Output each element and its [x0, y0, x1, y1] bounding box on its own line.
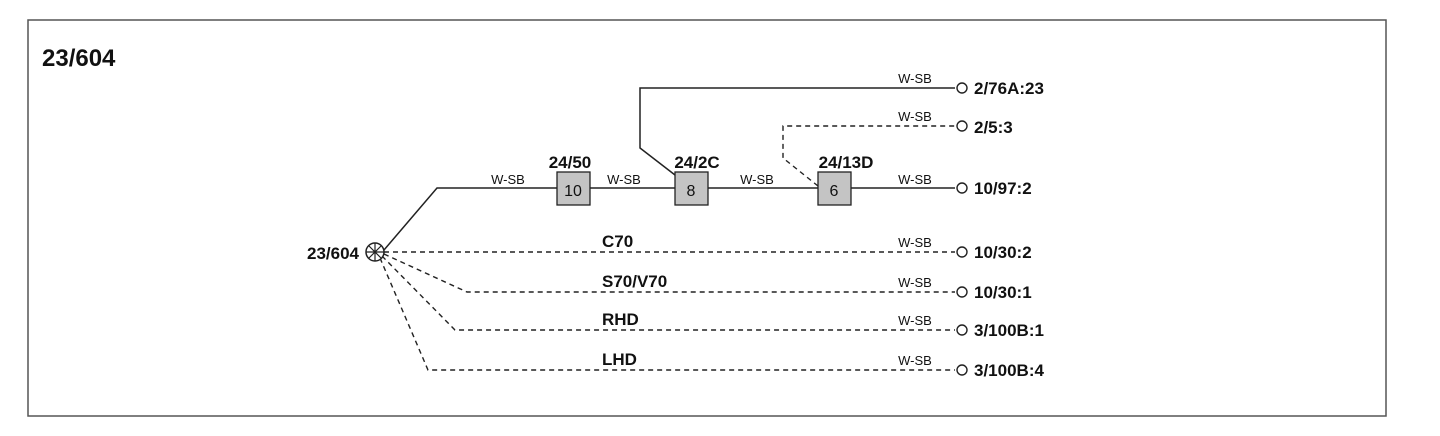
diagram-frame [27, 19, 1387, 417]
variant-label-c70: C70 [602, 232, 633, 251]
connector-24-50-label: 24/50 [549, 153, 592, 172]
connector-24-13d-box [817, 171, 852, 206]
wire-rhd [381, 255, 955, 331]
diagram-title: 23/604 [42, 45, 116, 72]
terminal-2-76a-23: 2/76A:23 [956, 79, 1044, 98]
wire-color-label: W-SB [898, 313, 932, 328]
variant-label-lhd: LHD [602, 350, 637, 369]
terminal-label: 3/100B:1 [974, 321, 1044, 340]
wire-color-label: W-SB [607, 172, 641, 187]
terminal-3-100b-4: 3/100B:4 [956, 361, 1044, 380]
wire-color-label: W-SB [898, 275, 932, 290]
terminal-10-30-2: 10/30:2 [956, 243, 1032, 262]
terminal-label: 10/30:2 [974, 243, 1032, 262]
wire-color-label: W-SB [740, 172, 774, 187]
terminal-label: 10/30:1 [974, 283, 1032, 302]
wire-lhd [379, 257, 955, 371]
connector-24-2c-box [674, 171, 709, 206]
connector-24-50-pin: 10 [564, 183, 582, 200]
terminal-10-97-2: 10/97:2 [956, 179, 1032, 198]
terminal-label: 2/5:3 [974, 118, 1013, 137]
terminal-icon [956, 364, 968, 376]
terminal-icon [956, 82, 968, 94]
connector-24-13d-label: 24/13D [819, 153, 874, 172]
connector-24-2c-label: 24/2C [674, 153, 719, 172]
terminal-10-30-1: 10/30:1 [956, 283, 1032, 302]
terminal-label: 2/76A:23 [974, 79, 1044, 98]
wire-color-label: W-SB [898, 235, 932, 250]
wire-ground-to-24-50 [383, 187, 557, 251]
connector-24-2c-pin: 8 [687, 183, 696, 200]
wire-color-label: W-SB [898, 109, 932, 124]
wire-24-2c-to-2-76a-23 [639, 87, 955, 176]
terminal-label: 3/100B:4 [974, 361, 1044, 380]
connector-24-13d-pin: 6 [830, 183, 839, 200]
terminal-icon [956, 246, 968, 258]
terminal-icon [956, 324, 968, 336]
terminal-icon [956, 286, 968, 298]
wire-color-label: W-SB [898, 71, 932, 86]
terminal-3-100b-1: 3/100B:1 [956, 321, 1044, 340]
variant-label-s70-v70: S70/V70 [602, 272, 667, 291]
wire-color-label: W-SB [898, 172, 932, 187]
wire-24-13d-to-2-5-3 [782, 125, 955, 187]
terminal-label: 10/97:2 [974, 179, 1032, 198]
wire-color-label: W-SB [898, 353, 932, 368]
terminal-2-5-3: 2/5:3 [956, 118, 1013, 137]
wire-color-label: W-SB [491, 172, 525, 187]
ground-label: 23/604 [307, 244, 360, 263]
connector-24-50-box [556, 171, 591, 206]
terminal-icon [956, 120, 968, 132]
variant-label-rhd: RHD [602, 310, 639, 329]
ground-point-icon [365, 242, 385, 262]
wire-s70-v70 [383, 253, 955, 293]
terminal-icon [956, 182, 968, 194]
